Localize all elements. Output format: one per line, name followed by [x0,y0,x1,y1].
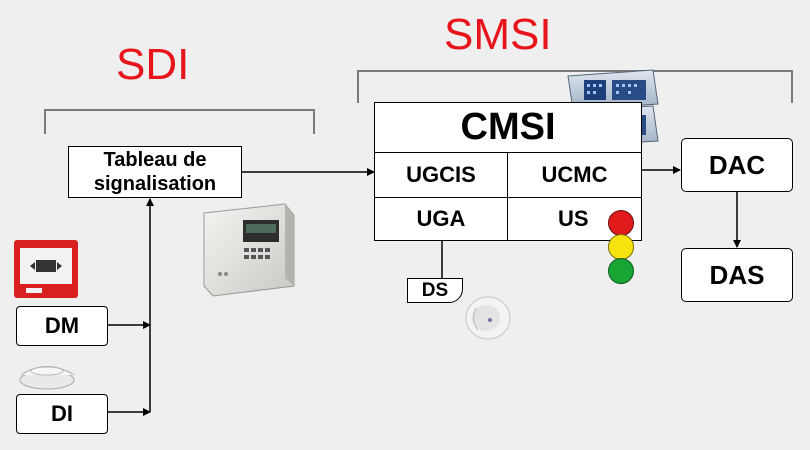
das-box: DAS [681,248,793,302]
ugcis-cell: UGCIS [374,152,508,198]
fire-panel-icon [203,203,295,297]
uga-cell: UGA [374,197,508,241]
smsi-bracket [357,70,793,103]
dac-box: DAC [681,138,793,192]
green-light [608,258,634,284]
sdi-bracket [44,109,315,134]
yellow-light [608,234,634,260]
cmsi-header-box: CMSI [374,102,642,152]
dm-box: DM [16,306,108,346]
di-box: DI [16,394,108,434]
sdi-title: SDI [116,40,190,89]
tableau-de-signalisation-box: Tableau de signalisation [68,146,242,198]
smoke-detector-icon [19,366,75,390]
traffic-light-icon [608,210,634,284]
red-light [608,210,634,236]
ds-device-icon [465,296,511,340]
ds-box: DS [407,278,463,303]
smsi-title: SMSI [444,10,552,59]
ucmc-cell: UCMC [507,152,642,198]
manual-call-point-icon [14,240,78,298]
